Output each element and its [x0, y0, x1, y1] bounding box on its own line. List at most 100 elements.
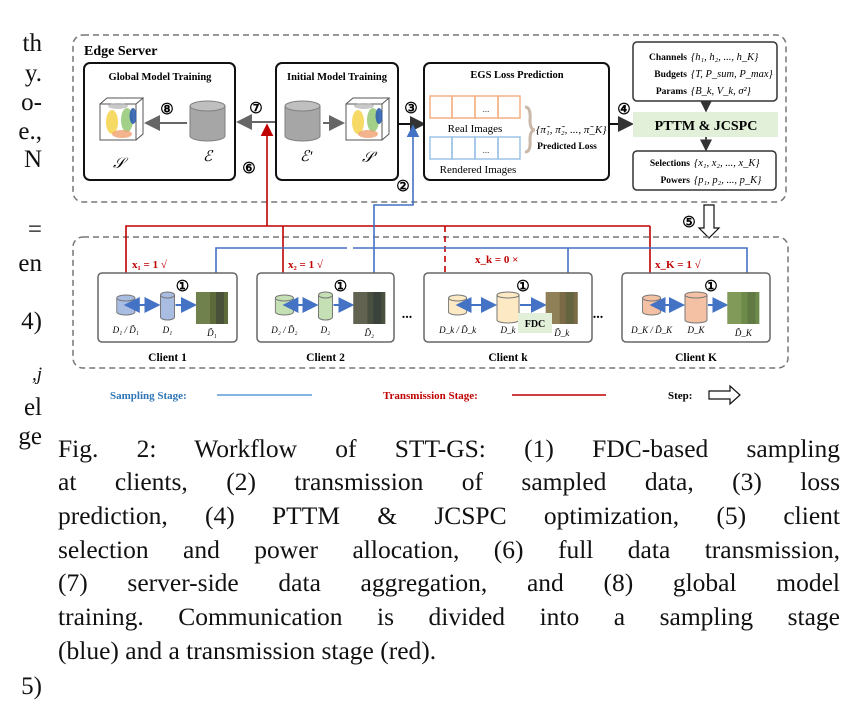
- fdc-box: [518, 313, 552, 333]
- margin-fragment: N: [23, 146, 42, 173]
- client-2-selection: x₂ = 1 √: [288, 259, 324, 271]
- selections-label: Selections: [650, 159, 690, 169]
- step-1-marker: ①: [334, 279, 347, 295]
- full-data-cylinder-icon: [160, 291, 175, 321]
- optimizer-box: [633, 112, 778, 137]
- client-ellipsis: ...: [593, 307, 604, 322]
- sampled-image-thumbnail: [727, 292, 760, 324]
- rendered-images-label: Rendered Images: [440, 164, 517, 176]
- sampled-image-thumbnail: [195, 292, 228, 324]
- egs-loss-title: EGS Loss Prediction: [470, 70, 563, 81]
- sampled-data-label: D̃_K: [734, 328, 753, 338]
- full-data-label: D₁: [162, 325, 173, 335]
- sampled-data-label: D̃₁: [206, 328, 217, 338]
- global-training-title: Global Model Training: [109, 72, 213, 83]
- local-data-cylinder-icon: [116, 294, 136, 316]
- margin-fragment: =: [27, 216, 42, 243]
- powers-value: {p₁, p₂, ..., p_K}: [694, 175, 762, 186]
- client-name: Client 1: [148, 352, 187, 364]
- egs-loss-box: [423, 62, 610, 181]
- client-name: Client 2: [306, 352, 345, 364]
- full-data-label: D_K: [686, 325, 705, 335]
- step-2-marker: ②: [396, 179, 409, 195]
- full-data-label: D₂: [320, 325, 331, 335]
- initial-dataset-cylinder-icon: [284, 100, 321, 142]
- budgets-value: {T, P_sum, P_max}: [691, 69, 773, 80]
- sampled-data-label: D̃_k: [553, 328, 570, 338]
- caption-line: (7) server-side data aggregation, and (8…: [58, 568, 840, 597]
- local-data-label: D₂ / D̃₂: [270, 325, 297, 335]
- budgets-label: Budgets: [654, 70, 687, 80]
- dataset-cylinder-icon: [189, 100, 226, 142]
- margin-fragment: o-: [21, 89, 42, 116]
- local-data-label: D_K / D̃_K: [630, 325, 673, 335]
- legend-sampling-label: Sampling Stage:: [110, 390, 187, 402]
- legend-step-label: Step:: [668, 390, 692, 402]
- client-2: D₂ / D̃₂ D₂ D̃₂ ① Client 2: [256, 272, 395, 364]
- caption-line: at clients, (2) transmission of sampled …: [58, 467, 840, 496]
- legend-step-arrow-icon: [708, 384, 741, 406]
- real-images-ellipsis: ...: [483, 104, 490, 114]
- caption-line: (blue) and a transmission stage (red).: [58, 636, 437, 665]
- client-name: Client K: [675, 352, 717, 364]
- channels-value: {h₁, h₂, ..., h_K}: [691, 52, 759, 63]
- step-3-marker: ③: [404, 101, 417, 117]
- data-symbol-e: ℰ: [203, 149, 214, 165]
- model-symbol-s-prime: 𝒮′: [362, 150, 378, 166]
- clients: D₁ / D̃₁ D₁ D̃₁ ① Client 1 D₂ / D̃₂ D₂ D̃₂ ① Clie…: [97, 272, 771, 364]
- margin-fragment: 4): [21, 308, 42, 335]
- local-data-cylinder-icon: [448, 294, 468, 316]
- step-8-marker: ⑧: [160, 102, 173, 118]
- caption-line: training. Communication is divided into …: [58, 602, 840, 631]
- rendered-images-ellipsis: ...: [483, 145, 490, 155]
- client-name: Client k: [488, 352, 528, 364]
- real-images-label: Real Images: [448, 123, 503, 135]
- margin-fragment: el: [23, 394, 42, 421]
- full-data-cylinder-icon: [318, 291, 333, 321]
- output-box: [632, 150, 777, 191]
- client-1-selection: x₁ = 1 √: [132, 259, 168, 271]
- step-1-marker: ①: [704, 279, 717, 295]
- initial-training-title: Initial Model Training: [287, 72, 388, 83]
- margin-fragment: 5): [21, 673, 42, 700]
- margin-fragment: en: [18, 250, 42, 277]
- real-images-row: [429, 95, 521, 119]
- step-6-marker: ⑥: [242, 161, 255, 177]
- margin-fragment: y.: [24, 60, 42, 87]
- sampled-image-thumbnail: [353, 292, 386, 324]
- powers-label: Powers: [660, 176, 690, 186]
- step-5-hollow-arrow-icon: [697, 204, 721, 239]
- full-data-cylinder-icon: [496, 291, 520, 324]
- legend-transmission-label: Transmission Stage:: [383, 390, 478, 402]
- local-data-cylinder-icon: [274, 294, 294, 316]
- predicted-loss-label: Predicted Loss: [537, 142, 597, 152]
- full-data-cylinder-icon: [684, 291, 708, 324]
- sampled-data-label: D̃₂: [364, 328, 375, 338]
- selections-value: {x₁, x₂, ..., x_K}: [694, 158, 760, 169]
- workflow-figure: Edge Server Global Model Training 𝒮 ℰ ⑧ …: [72, 34, 789, 406]
- client-k-selection: x_k = 0 ×: [475, 254, 518, 266]
- caption-line: selection and power allocation, (6) full…: [58, 535, 840, 564]
- fdc-label: FDC: [525, 319, 546, 330]
- margin-fragment: e.,: [18, 118, 42, 145]
- brace-icon: [524, 105, 536, 154]
- local-data-label: D_k / D̃_k: [438, 325, 477, 335]
- local-data-label: D₁ / D̃₁: [112, 325, 139, 335]
- client-4: D_K / D̃_K D_K D̃_K ① Client K: [621, 272, 771, 364]
- caption-line: prediction, (4) PTTM & JCSPC optimizatio…: [58, 501, 840, 530]
- edge-server-label: Edge Server: [84, 44, 157, 59]
- client-1: D₁ / D̃₁ D₁ D̃₁ ① Client 1: [97, 272, 238, 364]
- params-label: Params: [656, 87, 687, 97]
- optimizer-label: PTTM & JCSPC: [655, 119, 758, 134]
- predicted-loss-set: {π̃₁, π̃₂, ..., π̃_K}: [536, 124, 607, 136]
- margin-fragment: ,j: [31, 364, 42, 385]
- margin-fragment: ge: [18, 423, 42, 450]
- local-data-cylinder-icon: [642, 294, 662, 316]
- step-1-marker: ①: [176, 279, 189, 295]
- data-symbol-e-prime: ℰ′: [300, 149, 313, 165]
- client-K-selection: x_K = 1 √: [655, 259, 702, 271]
- step-1-marker: ①: [516, 279, 529, 295]
- caption-line: Fig. 2: Workflow of STT-GS: (1) FDC-base…: [58, 434, 840, 463]
- step-4-marker: ④: [617, 102, 630, 118]
